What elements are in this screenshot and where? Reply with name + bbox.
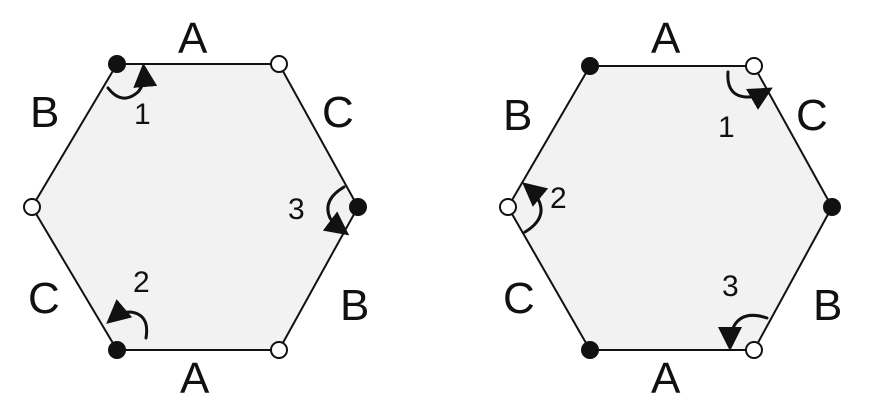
vertex-right (349, 198, 367, 216)
side-label-top: A (651, 14, 681, 63)
rotation-label-3: 3 (288, 193, 305, 226)
vertex-top-right (270, 55, 288, 73)
hexagon-right: A B C C B A 1 2 3 (499, 14, 842, 403)
rotation-arrow-3 (718, 313, 769, 351)
vertex-bottom-right (270, 341, 288, 359)
side-label-upper-right: C (796, 91, 828, 140)
side-label-upper-left: B (30, 88, 59, 137)
side-label-top: A (178, 14, 208, 63)
vertex-bottom-left (581, 341, 599, 359)
rotation-label-2: 2 (550, 182, 567, 215)
vertex-top-left (581, 57, 599, 75)
side-label-lower-left: C (28, 274, 60, 323)
side-label-upper-left: B (503, 91, 532, 140)
rotation-label-1: 1 (134, 98, 151, 131)
rotation-arrow-2 (106, 299, 149, 340)
vertex-top-left (108, 55, 126, 73)
vertex-bottom-left (108, 341, 126, 359)
rotation-label-1: 1 (718, 111, 735, 144)
vertex-right (823, 198, 841, 216)
side-label-lower-left: C (503, 274, 535, 323)
side-label-lower-right: B (340, 281, 369, 330)
vertex-bottom-right (745, 341, 763, 359)
hexagon-left: A B C C B A 1 2 3 (23, 14, 369, 403)
side-label-upper-right: C (322, 88, 354, 137)
rotation-arrow-1 (106, 63, 158, 100)
vertex-left (499, 198, 517, 216)
side-label-lower-right: B (813, 281, 842, 330)
rotation-arrow-1 (726, 70, 773, 110)
side-label-bottom: A (180, 354, 210, 403)
vertex-top-right (745, 57, 763, 75)
vertex-left (23, 198, 41, 216)
rotation-arrow-3 (322, 185, 350, 236)
rotation-arrow-2 (522, 182, 549, 234)
hexagon-shape (30, 63, 360, 351)
rotation-label-3: 3 (722, 270, 739, 303)
side-label-bottom: A (651, 354, 681, 403)
rotation-label-2: 2 (133, 266, 150, 299)
